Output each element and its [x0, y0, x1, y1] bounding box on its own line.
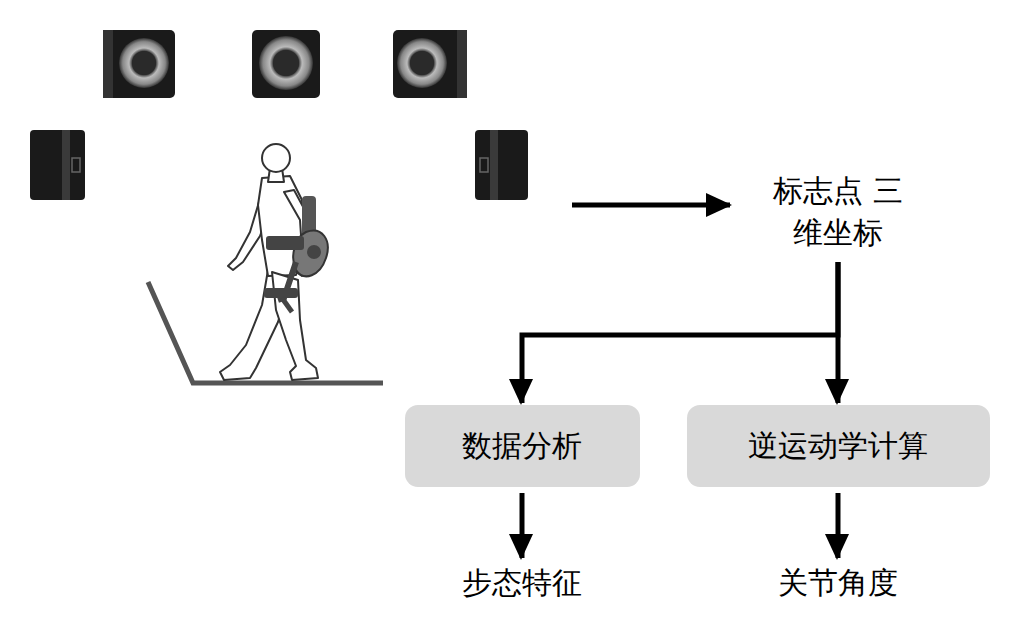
flow-connector [836, 493, 841, 558]
text-node: 步态特征 [459, 560, 585, 606]
process-box: 逆运动学计算 [687, 405, 990, 487]
flow-arrow [572, 203, 730, 208]
camera [30, 130, 85, 200]
node-label: 数据分析 [462, 425, 582, 467]
flow-connector [836, 262, 841, 403]
exoskeleton [264, 196, 328, 312]
camera [393, 30, 467, 98]
camera [103, 30, 175, 98]
flow-connector [520, 493, 525, 558]
node-label: 关节角度 [778, 562, 898, 604]
camera [475, 130, 528, 200]
text-node: 标志点 三维坐标 [770, 168, 906, 256]
text-node: 关节角度 [775, 560, 901, 606]
node-label: 步态特征 [462, 562, 582, 604]
node-label: 标志点 三维坐标 [770, 170, 906, 254]
process-box: 数据分析 [405, 405, 640, 487]
camera [252, 30, 320, 98]
flow-connector [522, 262, 838, 403]
node-label: 逆运动学计算 [748, 425, 928, 467]
